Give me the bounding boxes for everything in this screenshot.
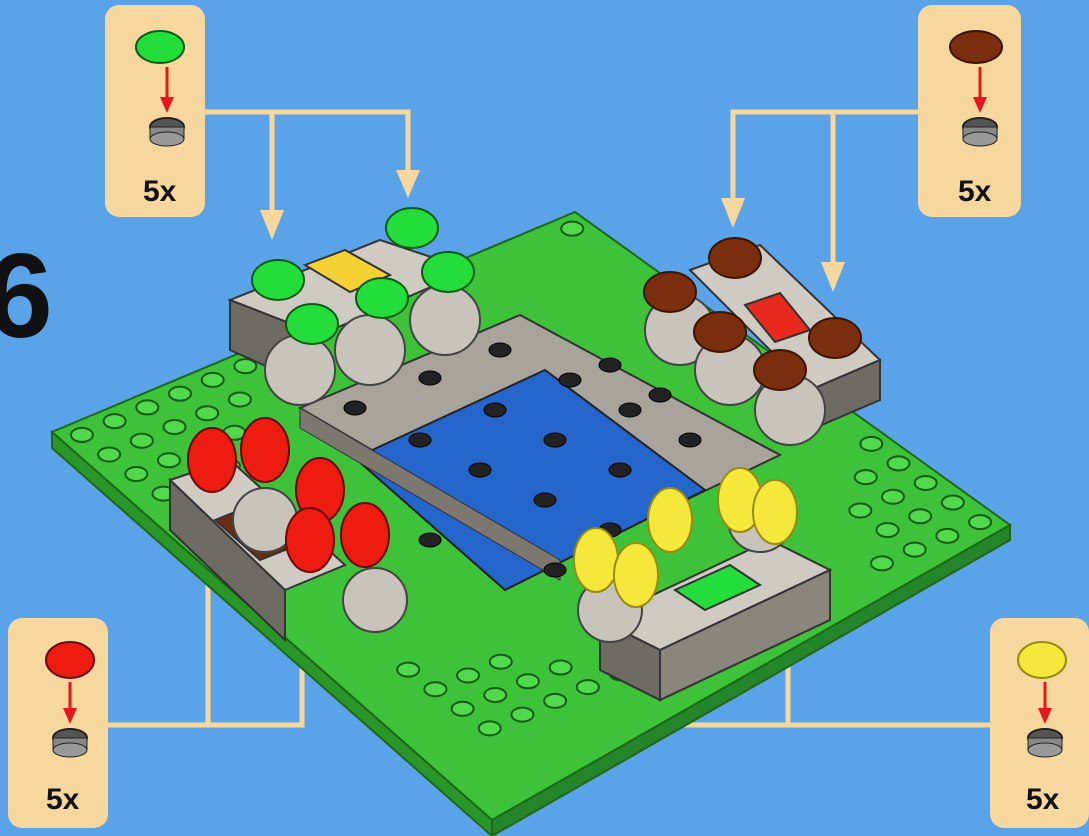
callout-yellow-qty: 5x bbox=[1026, 783, 1059, 817]
red-arrow-icon bbox=[160, 97, 174, 113]
baseplate-stud bbox=[484, 688, 506, 702]
baseplate-stud bbox=[511, 708, 533, 722]
baseplate-stud bbox=[942, 496, 964, 510]
baseplate-stud bbox=[131, 434, 153, 448]
tile-stud bbox=[599, 358, 621, 372]
tile-stud bbox=[409, 433, 431, 447]
green-figure-icon bbox=[136, 31, 184, 63]
callout-brown-qty: 5x bbox=[958, 175, 991, 209]
tile-stud bbox=[534, 493, 556, 507]
tile-stud bbox=[649, 388, 671, 402]
red-figure-icon bbox=[46, 642, 94, 678]
callout-red-qty: 5x bbox=[46, 783, 79, 817]
baseplate-stud bbox=[904, 543, 926, 557]
callout-brown: 5x bbox=[918, 5, 1021, 217]
baseplate-stud bbox=[164, 420, 186, 434]
tile-stud bbox=[609, 463, 631, 477]
baseplate-stud bbox=[860, 437, 882, 451]
tile-stud bbox=[544, 433, 566, 447]
callout-yellow: 5x bbox=[990, 618, 1089, 828]
baseplate-stud bbox=[424, 682, 446, 696]
baseplate-stud bbox=[561, 222, 583, 236]
baseplate-stud bbox=[202, 373, 224, 387]
brown-figure-icon bbox=[950, 31, 1002, 63]
baseplate-stud bbox=[855, 470, 877, 484]
baseplate-stud bbox=[98, 447, 120, 461]
baseplate-stud bbox=[877, 523, 899, 537]
baseplate-stud bbox=[196, 406, 218, 420]
yellow-figure-icon bbox=[1018, 642, 1066, 678]
tile-stud bbox=[619, 403, 641, 417]
baseplate-stud bbox=[888, 456, 910, 470]
red-arrow-icon bbox=[973, 97, 987, 113]
baseplate-stud bbox=[517, 674, 539, 688]
callout-green: 5x bbox=[105, 5, 205, 217]
baseplate-stud bbox=[969, 515, 991, 529]
tile-stud bbox=[559, 373, 581, 387]
tile-stud bbox=[679, 433, 701, 447]
baseplate-stud bbox=[397, 663, 419, 677]
tile-stud bbox=[489, 343, 511, 357]
red-arrow-icon bbox=[1038, 708, 1052, 724]
baseplate-stud bbox=[452, 702, 474, 716]
baseplate-stud bbox=[936, 529, 958, 543]
baseplate-stud bbox=[550, 661, 572, 675]
tile-stud bbox=[469, 463, 491, 477]
baseplate-stud bbox=[882, 490, 904, 504]
tile-stud bbox=[419, 533, 441, 547]
baseplate-stud bbox=[125, 467, 147, 481]
baseplate-stud bbox=[909, 509, 931, 523]
baseplate-stud bbox=[915, 476, 937, 490]
baseplate-stud bbox=[457, 668, 479, 682]
callout-green-qty: 5x bbox=[143, 175, 176, 209]
red-arrow-icon bbox=[63, 708, 77, 724]
baseplate-stud bbox=[871, 556, 893, 570]
baseplate-stud bbox=[479, 721, 501, 735]
callout-red: 5x bbox=[8, 618, 108, 828]
baseplate-stud bbox=[229, 392, 251, 406]
baseplate-stud bbox=[71, 428, 93, 442]
baseplate-stud bbox=[849, 503, 871, 517]
baseplate-stud bbox=[136, 400, 158, 414]
baseplate-stud bbox=[169, 387, 191, 401]
tile-stud bbox=[419, 371, 441, 385]
baseplate-stud bbox=[544, 694, 566, 708]
step-number: 6 bbox=[0, 236, 53, 356]
baseplate-stud bbox=[577, 680, 599, 694]
tile-stud bbox=[484, 403, 506, 417]
baseplate-stud bbox=[490, 655, 512, 669]
tile-stud bbox=[544, 563, 566, 577]
baseplate-stud bbox=[158, 453, 180, 467]
tile-stud bbox=[344, 401, 366, 415]
baseplate-stud bbox=[104, 414, 126, 428]
